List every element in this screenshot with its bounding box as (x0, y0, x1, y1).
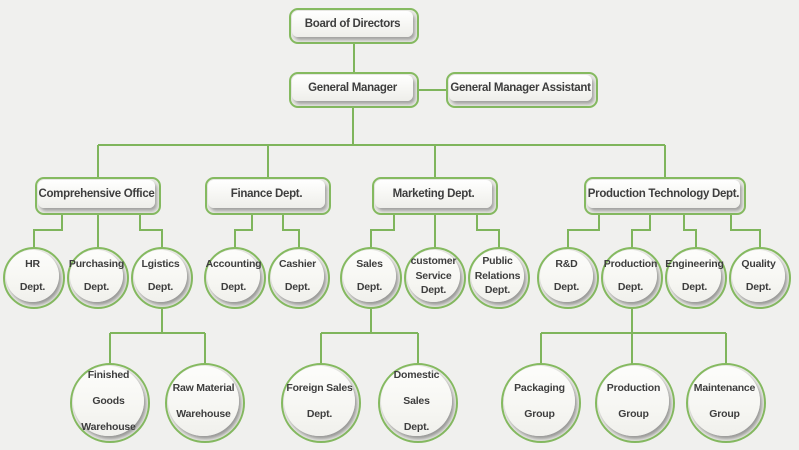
node-hr-dept[interactable]: HR Dept. (3, 247, 65, 309)
node-label: Engineering Dept. (665, 257, 724, 293)
node-label: Foreign Sales Dept. (286, 381, 353, 420)
node-label: General Manager Assistant (450, 82, 591, 94)
node-body: Packaging Group (504, 366, 575, 436)
node-body: Board of Directors (292, 11, 413, 37)
node-body: Comprehensive Office (38, 180, 155, 208)
node-body: Marketing Dept. (375, 180, 492, 208)
node-body: Accounting Dept. (205, 250, 262, 302)
node-label: Purchasing Dept. (68, 257, 125, 293)
node-foreign-sales-dept[interactable]: Foreign Sales Dept. (281, 363, 361, 443)
node-body: Production Group (598, 366, 669, 436)
node-accounting-dept[interactable]: Accounting Dept. (204, 247, 266, 309)
node-cashier-dept[interactable]: Cashier Dept. (268, 247, 330, 309)
node-label: R&D Dept. (553, 257, 580, 293)
node-label: Board of Directors (304, 18, 401, 30)
node-label: Comprehensive Office (38, 188, 155, 200)
node-production-technology-dept[interactable]: Production Technology Dept. (584, 177, 746, 215)
node-label: Production Dept. (603, 257, 658, 293)
node-body: Production Dept. (604, 250, 657, 302)
node-label: Marketing Dept. (392, 188, 475, 200)
node-body: Domestic Sales Dept. (381, 366, 452, 436)
node-body: Public Relations Dept. (471, 250, 524, 302)
node-lgistics-dept[interactable]: Lgistics Dept. (131, 247, 193, 309)
node-label: Quality Dept. (741, 257, 776, 293)
node-label: Production Group (606, 381, 661, 420)
node-label: Domestic Sales Dept. (393, 368, 440, 434)
node-label: customer Service Dept. (410, 254, 457, 297)
node-label: Maintenance Group (693, 381, 756, 420)
node-body: R&D Dept. (540, 250, 593, 302)
node-body: Sales Dept. (343, 250, 396, 302)
node-maintenance-group[interactable]: Maintenance Group (686, 363, 766, 443)
node-production-dept[interactable]: Production Dept. (601, 247, 663, 309)
node-sales-dept[interactable]: Sales Dept. (340, 247, 402, 309)
node-body: Purchasing Dept. (68, 250, 125, 302)
node-engineering-dept[interactable]: Engineering Dept. (665, 247, 727, 309)
node-packaging-group[interactable]: Packaging Group (501, 363, 581, 443)
node-label: HR Dept. (19, 257, 46, 293)
node-domestic-sales-dept[interactable]: Domestic Sales Dept. (378, 363, 458, 443)
node-customer-service-dept[interactable]: customer Service Dept. (404, 247, 466, 309)
node-label: Finished Goods Warehouse (81, 368, 136, 434)
node-label: Packaging Group (514, 381, 565, 420)
node-label: Raw Material Warehouse (172, 381, 235, 420)
node-body: General Manager (292, 75, 413, 101)
node-body: Engineering Dept. (665, 250, 724, 302)
node-label: Accounting Dept. (205, 257, 262, 293)
node-comprehensive-office[interactable]: Comprehensive Office (35, 177, 161, 215)
node-finished-goods-warehouse[interactable]: Finished Goods Warehouse (70, 363, 150, 443)
node-finance-dept[interactable]: Finance Dept. (205, 177, 331, 215)
node-label: Production Technology Dept. (587, 188, 740, 200)
node-label: Sales Dept. (356, 257, 383, 293)
node-body: Lgistics Dept. (134, 250, 187, 302)
node-general-manager-assistant[interactable]: General Manager Assistant (446, 72, 598, 108)
node-marketing-dept[interactable]: Marketing Dept. (372, 177, 498, 215)
node-quality-dept[interactable]: Quality Dept. (729, 247, 791, 309)
node-body: Production Technology Dept. (587, 180, 740, 208)
node-body: Cashier Dept. (271, 250, 324, 302)
node-body: Maintenance Group (689, 366, 760, 436)
node-label: Lgistics Dept. (141, 257, 180, 293)
node-general-manager[interactable]: General Manager (289, 72, 419, 108)
node-label: Public Relations Dept. (474, 254, 521, 297)
node-body: Finished Goods Warehouse (73, 366, 144, 436)
node-label: General Manager (308, 82, 397, 94)
node-rnd-dept[interactable]: R&D Dept. (537, 247, 599, 309)
node-public-relations-dept[interactable]: Public Relations Dept. (468, 247, 530, 309)
node-body: Finance Dept. (208, 180, 325, 208)
node-body: Raw Material Warehouse (168, 366, 239, 436)
node-purchasing-dept[interactable]: Purchasing Dept. (67, 247, 129, 309)
node-board-of-directors[interactable]: Board of Directors (289, 8, 419, 44)
node-production-group[interactable]: Production Group (595, 363, 675, 443)
node-label: Cashier Dept. (278, 257, 317, 293)
node-body: HR Dept. (6, 250, 59, 302)
node-body: Quality Dept. (732, 250, 785, 302)
node-label: Finance Dept. (230, 188, 303, 200)
node-body: General Manager Assistant (449, 75, 592, 101)
node-raw-material-warehouse[interactable]: Raw Material Warehouse (165, 363, 245, 443)
node-body: Foreign Sales Dept. (284, 366, 355, 436)
node-body: customer Service Dept. (407, 250, 460, 302)
